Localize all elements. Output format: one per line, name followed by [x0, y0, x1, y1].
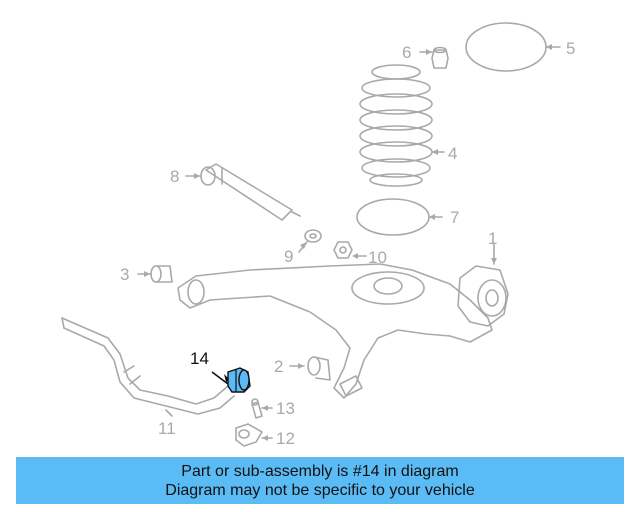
part-8-shock-absorber — [185, 163, 301, 221]
part-12-bracket — [235, 423, 273, 447]
banner-line-disclaimer: Diagram may not be specific to your vehi… — [165, 481, 475, 499]
part-3-bushing — [137, 265, 173, 283]
info-banner: Part or sub-assembly is #14 in diagram D… — [16, 457, 624, 504]
leader-arrows — [144, 44, 552, 441]
callout-2: 2 — [274, 357, 283, 376]
callout-6: 6 — [402, 43, 411, 62]
callout-7: 7 — [450, 208, 459, 227]
callout-14: 14 — [190, 349, 209, 368]
callout-1: 1 — [488, 229, 497, 248]
part-5-ring — [465, 22, 561, 72]
callout-13: 13 — [276, 399, 295, 418]
part-11-stabilizer-bar — [61, 317, 235, 417]
callout-8: 8 — [170, 167, 179, 186]
part-6-bump-stop — [419, 46, 449, 69]
callout-12: 12 — [276, 429, 295, 448]
callout-11: 11 — [158, 419, 176, 438]
callout-5: 5 — [566, 39, 575, 58]
callout-3: 3 — [120, 265, 129, 284]
part-2-bushing — [289, 356, 331, 381]
callout-9: 9 — [284, 247, 293, 266]
part-10-nut — [333, 241, 367, 259]
part-14-bushing-highlighted[interactable] — [211, 367, 251, 393]
banner-line-part: Part or sub-assembly is #14 in diagram — [181, 462, 459, 480]
part-9-washer — [298, 229, 322, 253]
part-4-coil-spring — [359, 64, 445, 187]
callout-10: 10 — [368, 248, 387, 267]
callout-4: 4 — [448, 144, 457, 163]
part-13-link — [251, 398, 273, 419]
